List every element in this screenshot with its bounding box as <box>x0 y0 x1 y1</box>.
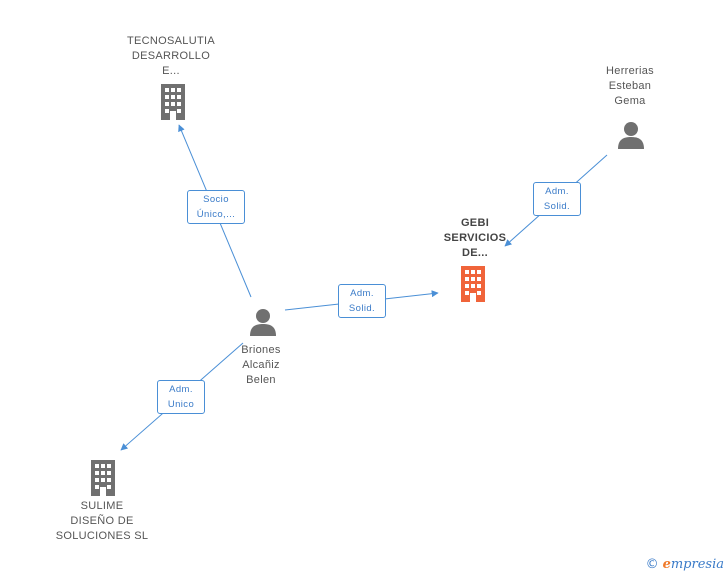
copyright-icon: © <box>645 557 659 572</box>
person-icon[interactable] <box>616 120 646 150</box>
node-line: Esteban <box>608 80 652 92</box>
edge-line: Socio <box>203 194 229 205</box>
node-line: SULIME <box>80 500 124 512</box>
node-label-herrerias[interactable]: Herrerias Esteban Gema <box>585 64 675 109</box>
building-icon[interactable] <box>457 266 489 302</box>
edge-line: Adm. <box>545 186 569 197</box>
edge-line: Solid. <box>348 303 376 314</box>
node-line: Belen <box>246 374 276 386</box>
edge-line: Solid. <box>543 201 571 212</box>
node-line: DESARROLLO <box>131 50 211 62</box>
edge-line: Adm. <box>169 384 193 395</box>
node-line: Alcañiz <box>242 359 280 371</box>
node-line: DE... <box>462 247 488 259</box>
building-icon[interactable] <box>87 460 119 496</box>
node-line: DISEÑO DE <box>70 515 134 527</box>
edge-line: Unico <box>167 399 195 410</box>
node-line: GEBI <box>460 217 490 229</box>
node-label-briones[interactable]: Briones Alcañiz Belen <box>216 343 306 388</box>
node-line: Gema <box>614 95 646 107</box>
node-line: Herrerias <box>606 65 654 77</box>
node-label-sulime[interactable]: SULIME DISEÑO DE SOLUCIONES SL <box>40 499 164 544</box>
brand-name: mpresia <box>670 557 724 572</box>
node-line: E... <box>162 65 180 77</box>
node-label-gebi[interactable]: GEBI SERVICIOS DE... <box>420 216 530 261</box>
building-icon[interactable] <box>157 84 189 120</box>
node-line: TECNOSALUTIA <box>127 35 215 47</box>
person-icon[interactable] <box>248 307 278 337</box>
brand-e: e <box>662 557 671 572</box>
node-label-tecnosalutia[interactable]: TECNOSALUTIA DESARROLLO E... <box>112 34 230 79</box>
brand-footer[interactable]: ©empresia <box>646 557 724 572</box>
edge-label-adm-herrerias[interactable]: Adm. Solid. <box>533 182 581 216</box>
node-line: SERVICIOS <box>443 232 507 244</box>
node-line: SOLUCIONES SL <box>55 530 149 542</box>
edge-label-adm-unico[interactable]: Adm. Unico <box>157 380 205 414</box>
edge-label-socio[interactable]: Socio Único,... <box>187 190 245 224</box>
node-line: Briones <box>241 344 281 356</box>
edge-line: Adm. <box>350 288 374 299</box>
edge-label-adm-briones[interactable]: Adm. Solid. <box>338 284 386 318</box>
edge-line: Único,... <box>196 209 236 220</box>
